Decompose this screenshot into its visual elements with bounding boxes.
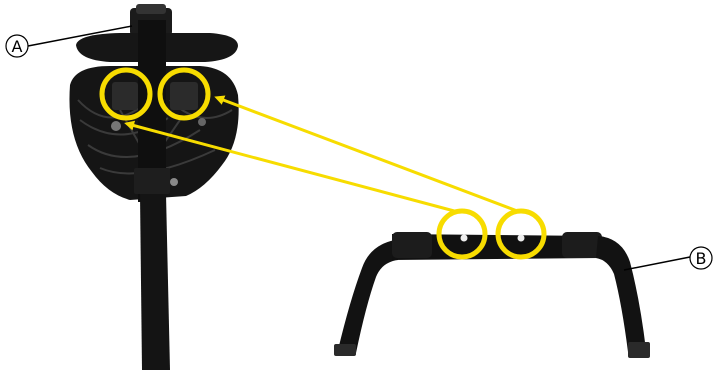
seat-post-bracket	[134, 168, 170, 194]
handlebar-left-tip	[334, 344, 356, 356]
callout-b: B	[624, 247, 712, 270]
seat-mount-slot-left	[112, 82, 138, 110]
seat-side-bolt	[111, 121, 121, 131]
handlebar-right-tip	[628, 342, 650, 358]
handlebar-grip-right	[562, 232, 602, 258]
handlebar-mount-hole-left	[461, 235, 468, 242]
seat-assembly	[69, 4, 238, 370]
handlebar-left-leg	[338, 240, 398, 353]
seat-mount-slot-right	[170, 82, 198, 110]
seat-clamp-bolt-head	[136, 4, 166, 14]
seat-side-bolt	[170, 178, 178, 186]
handlebar-right-leg	[596, 236, 646, 352]
seat-side-bolt	[198, 118, 206, 126]
handlebar-mount-hole-right	[518, 235, 525, 242]
seat-lower-post	[140, 194, 170, 370]
callout-b-label: B	[696, 249, 707, 268]
arrow-to-seat-right	[218, 98, 520, 212]
callout-a-label: A	[12, 37, 23, 56]
handlebar-assembly	[334, 232, 650, 358]
handlebar-grip-left	[392, 232, 432, 258]
callout-b-leader	[624, 257, 690, 270]
